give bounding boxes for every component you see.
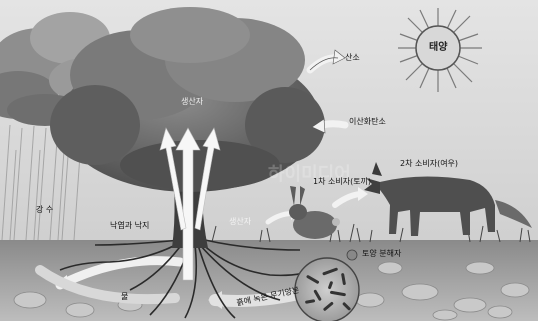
oxygen-label: 산소: [345, 54, 360, 62]
secondary-consumer-label: 2차 소비자(여우): [400, 160, 458, 168]
carbon-dioxide-label: 이산화탄소: [349, 118, 386, 126]
leaf-litter-label: 낙엽과 낙지: [110, 222, 149, 230]
rain-label: 강 수: [36, 206, 53, 214]
producer-tree-label: 생산자: [181, 98, 203, 106]
sun-label: 태양: [429, 43, 447, 53]
decomposer-label: 토양 분해자: [362, 250, 401, 258]
water-label: 물: [121, 293, 128, 301]
producer-ground-label: 생산자: [229, 218, 251, 226]
primary-consumer-label: 1차 소비자(토끼): [313, 178, 371, 186]
